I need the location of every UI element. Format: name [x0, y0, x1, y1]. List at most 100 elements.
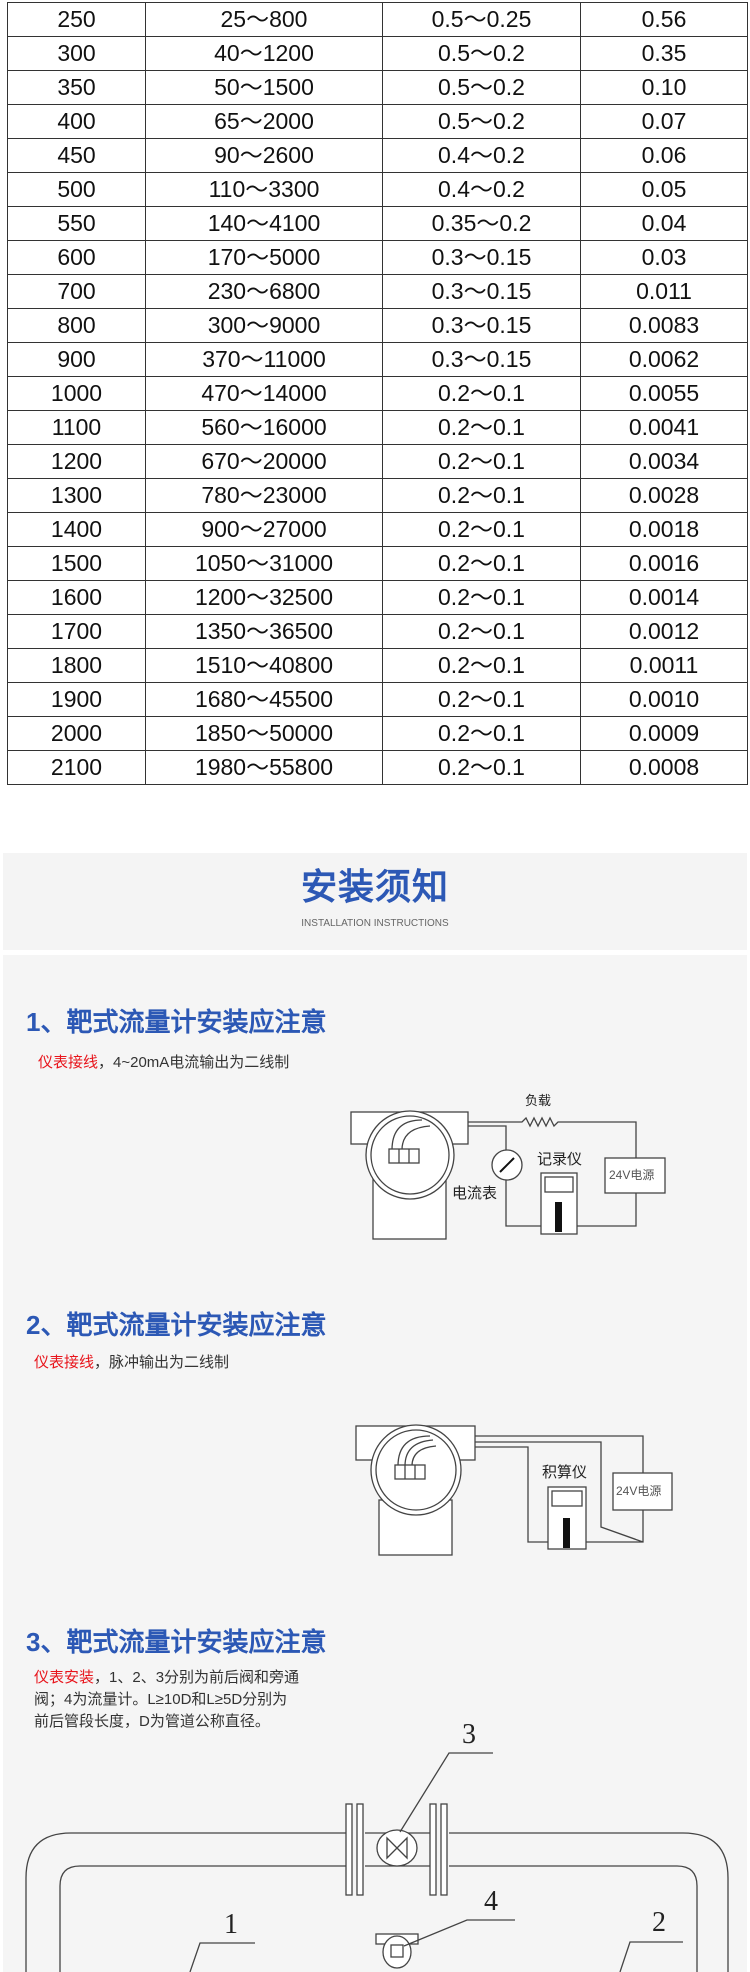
table-cell: 900	[7, 342, 146, 377]
table-cell: 1000	[7, 376, 146, 411]
table-cell: 0.3～0.15	[382, 342, 581, 377]
load-label: 负载	[525, 1093, 552, 1108]
table-cell: 0.3～0.15	[382, 274, 581, 309]
recorder-label: 记录仪	[537, 1151, 583, 1168]
section-banner: 安装须知 INSTALLATION INSTRUCTIONS	[3, 853, 747, 950]
section-2-heading: 2、靶式流量计安装应注意	[26, 1310, 327, 1340]
label-3: 3	[462, 1719, 476, 1750]
table-cell: 1300	[7, 478, 146, 513]
table-cell: 0.2～0.1	[382, 580, 581, 615]
table-cell: 40～1200	[145, 36, 383, 71]
table-cell: 500	[7, 172, 146, 207]
table-cell: 0.0016	[580, 546, 748, 581]
table-cell: 110～3300	[145, 172, 383, 207]
table-cell: 1700	[7, 614, 146, 649]
table-cell: 0.2～0.1	[382, 716, 581, 751]
table-cell: 0.3～0.15	[382, 308, 581, 343]
table-cell: 0.0014	[580, 580, 748, 615]
table-cell: 0.0012	[580, 614, 748, 649]
table-cell: 560～16000	[145, 410, 383, 445]
banner-title: 安装须知	[300, 866, 449, 907]
table-cell: 0.03	[580, 240, 748, 275]
label-1: 1	[224, 1909, 238, 1940]
table-cell: 800	[7, 308, 146, 343]
ammeter-label: 电流表	[452, 1185, 498, 1202]
table-cell: 50～1500	[145, 70, 383, 105]
table-cell: 900～27000	[145, 512, 383, 547]
table-cell: 1800	[7, 648, 146, 683]
table-cell: 780～23000	[145, 478, 383, 513]
section-3-text-1: ，1、2、3分别为前后阀和旁通	[94, 1669, 300, 1686]
table-cell: 550	[7, 206, 146, 241]
table-cell: 0.0041	[580, 410, 748, 445]
section-2-highlight: 仪表接线	[34, 1354, 95, 1371]
table-cell: 0.5～0.25	[382, 2, 581, 37]
table-cell: 0.0083	[580, 308, 748, 343]
power-label-2: 24V电源	[616, 1484, 662, 1498]
table-cell: 1600	[7, 580, 146, 615]
table-cell: 250	[7, 2, 146, 37]
label-4: 4	[484, 1886, 498, 1917]
banner-subtitle: INSTALLATION INSTRUCTIONS	[301, 918, 449, 929]
table-cell: 0.05	[580, 172, 748, 207]
integrator-label: 积算仪	[542, 1464, 588, 1481]
table-cell: 2100	[7, 750, 146, 785]
section-1-note: 仪表接线，4~20mA电流输出为二线制	[38, 1052, 289, 1074]
table-cell: 1680～45500	[145, 682, 383, 717]
table-cell: 0.011	[580, 274, 748, 309]
table-cell: 230～6800	[145, 274, 383, 309]
table-cell: 0.0062	[580, 342, 748, 377]
table-cell: 2000	[7, 716, 146, 751]
table-cell: 1350～36500	[145, 614, 383, 649]
table-cell: 0.0018	[580, 512, 748, 547]
wiring-diagram-current	[350, 1110, 666, 1240]
table-cell: 90～2600	[145, 138, 383, 173]
table-cell: 0.0008	[580, 750, 748, 785]
table-cell: 0.0028	[580, 478, 748, 513]
section-3-highlight: 仪表安装	[34, 1669, 95, 1686]
section-2-note: 仪表接线，脉冲输出为二线制	[34, 1352, 229, 1374]
table-cell: 0.2～0.1	[382, 478, 581, 513]
table-cell: 0.2～0.1	[382, 444, 581, 479]
section-3-line-1: 仪表安装，1、2、3分别为前后阀和旁通	[34, 1667, 299, 1689]
section-1-heading: 1、靶式流量计安装应注意	[26, 1007, 327, 1037]
table-cell: 370～11000	[145, 342, 383, 377]
table-cell: 0.0055	[580, 376, 748, 411]
table-cell: 25～800	[145, 2, 383, 37]
section-1-text: ，4~20mA电流输出为二线制	[98, 1054, 290, 1071]
table-cell: 1400	[7, 512, 146, 547]
pipe-installation-diagram	[25, 1752, 729, 1972]
table-cell: 0.2～0.1	[382, 682, 581, 717]
table-cell: 0.2～0.1	[382, 614, 581, 649]
section-3-text-2: 阀；4为流量计。L≥10D和L≥5D分别为	[34, 1691, 288, 1708]
table-cell: 700	[7, 274, 146, 309]
table-cell: 0.5～0.2	[382, 70, 581, 105]
label-2: 2	[652, 1907, 666, 1938]
section-2-text: ，脉冲输出为二线制	[94, 1354, 230, 1371]
table-cell: 1980～55800	[145, 750, 383, 785]
table-cell: 0.06	[580, 138, 748, 173]
table-cell: 0.2～0.1	[382, 410, 581, 445]
section-3-note: 仪表安装，1、2、3分别为前后阀和旁通 阀；4为流量计。L≥10D和L≥5D分别…	[34, 1667, 299, 1733]
table-cell: 600	[7, 240, 146, 275]
table-cell: 0.10	[580, 70, 748, 105]
wiring-diagram-pulse	[355, 1424, 673, 1556]
section-3-heading: 3、靶式流量计安装应注意	[26, 1627, 327, 1657]
table-cell: 0.2～0.1	[382, 648, 581, 683]
